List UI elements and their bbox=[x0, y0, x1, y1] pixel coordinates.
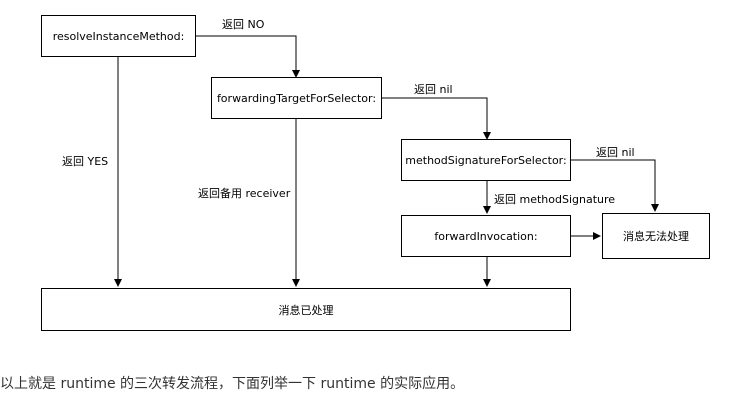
node-label: forwardingTargetForSelector: bbox=[216, 91, 377, 105]
edge-return-no bbox=[196, 35, 300, 78]
node-forwarding-target-for-selector: forwardingTargetForSelector: bbox=[211, 77, 382, 119]
edge-return-nil-2 bbox=[571, 159, 659, 212]
node-forward-invocation: forwardInvocation: bbox=[401, 215, 571, 257]
node-method-signature-for-selector: methodSignatureForSelector: bbox=[401, 139, 571, 181]
node-cannot-handle: 消息无法处理 bbox=[602, 213, 710, 259]
edge-label-return-yes: 返回 YES bbox=[62, 155, 109, 168]
caption-text: 以上就是 runtime 的三次转发流程，下面列举一下 runtime 的实际应… bbox=[0, 376, 465, 392]
node-label: 消息无法处理 bbox=[623, 230, 689, 243]
edge-label-return-backup-receiver: 返回备用 receiver bbox=[198, 187, 291, 200]
node-label: forwardInvocation: bbox=[434, 229, 538, 243]
node-handled: 消息已处理 bbox=[41, 288, 571, 331]
node-label: methodSignatureForSelector: bbox=[405, 153, 567, 167]
edge-label-return-no: 返回 NO bbox=[222, 18, 265, 31]
edge-label-return-nil-1: 返回 nil bbox=[414, 83, 453, 96]
node-label: resolveInstanceMethod: bbox=[52, 29, 185, 43]
edge-label-return-nil-2: 返回 nil bbox=[596, 146, 635, 159]
edge-label-return-method-signature: 返回 methodSignature bbox=[494, 193, 616, 206]
node-resolve-instance-method: resolveInstanceMethod: bbox=[41, 15, 196, 57]
edge-return-nil-1 bbox=[382, 97, 491, 140]
node-label: 消息已处理 bbox=[278, 303, 334, 317]
